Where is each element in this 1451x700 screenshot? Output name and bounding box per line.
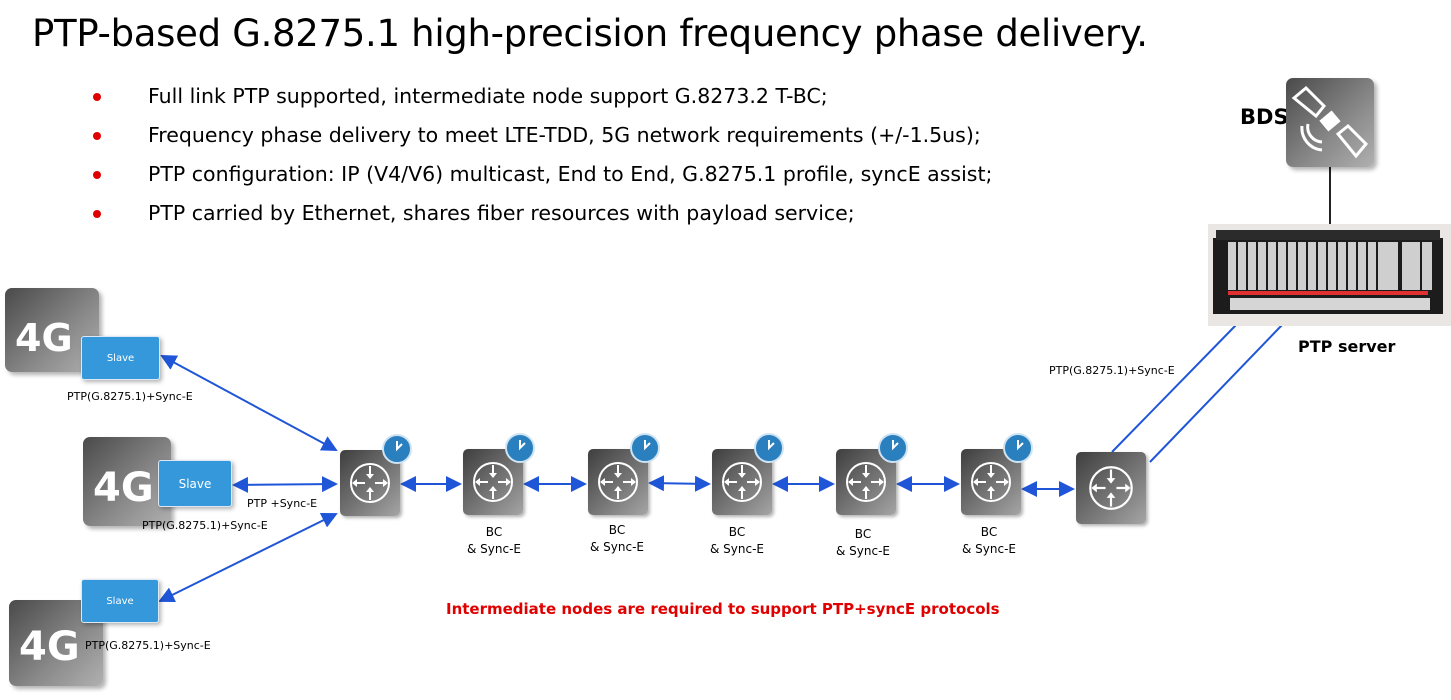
router-icon	[971, 462, 1011, 502]
slide-title: PTP-based G.8275.1 high-precision freque…	[32, 12, 1148, 55]
badge-4g: 4G	[19, 624, 80, 670]
clock-icon	[505, 433, 535, 463]
router-icon	[350, 463, 390, 503]
bc-line2: & Sync-E	[835, 544, 890, 558]
bc-line2: & Sync-E	[961, 542, 1016, 556]
bc-line2: & Sync-E	[709, 542, 764, 556]
bullet-dot	[93, 132, 101, 140]
bullet-text: Frequency phase delivery to meet LTE-TDD…	[148, 123, 981, 147]
bc-label: BC & Sync-E	[823, 526, 903, 560]
router-icon	[722, 462, 762, 502]
base-station-4g: 4G	[9, 600, 103, 686]
bc-line2: & Sync-E	[589, 540, 644, 554]
bc-label: BC & Sync-E	[454, 524, 534, 558]
bullet-text: PTP carried by Ethernet, shares fiber re…	[148, 201, 855, 225]
satellite-icon	[1286, 78, 1374, 167]
link-label: PTP(G.8275.1)+Sync-E	[142, 519, 268, 532]
bc-line1: BC	[485, 525, 503, 539]
base-station-4g: 4G	[83, 437, 171, 526]
clock-icon	[630, 433, 660, 463]
bc-label: BC & Sync-E	[697, 524, 777, 558]
slave-box: Slave	[81, 579, 159, 623]
router-icon	[598, 462, 638, 502]
link-server-2	[1149, 324, 1283, 463]
link-server-1	[1111, 324, 1237, 453]
bds-label: BDS	[1240, 105, 1289, 129]
ptp-server-label: PTP server	[1298, 337, 1396, 356]
bullet-text: PTP configuration: IP (V4/V6) multicast,…	[148, 162, 993, 186]
server-link-label: PTP(G.8275.1)+Sync-E	[1049, 364, 1175, 377]
clock-icon	[878, 433, 908, 463]
bc-label: BC & Sync-E	[949, 524, 1029, 558]
bc-line1: BC	[608, 523, 626, 537]
bullet-dot	[93, 93, 101, 101]
bullet-dot	[93, 171, 101, 179]
link-slave2	[232, 476, 338, 493]
edge-router	[1076, 452, 1146, 524]
link-label: PTP(G.8275.1)+Sync-E	[85, 639, 211, 652]
bullet-text: Full link PTP supported, intermediate no…	[148, 84, 828, 108]
bc-line2: & Sync-E	[466, 542, 521, 556]
bc-label: BC & Sync-E	[577, 522, 657, 556]
clock-icon	[1003, 433, 1033, 463]
bc-line1: BC	[728, 525, 746, 539]
slave-box: Slave	[81, 336, 160, 380]
link-label: PTP +Sync-E	[247, 497, 318, 510]
ptp-server-device	[1208, 224, 1451, 326]
slave-box: Slave	[158, 460, 232, 507]
router-icon	[846, 462, 886, 502]
link-label: PTP(G.8275.1)+Sync-E	[67, 390, 193, 403]
badge-4g: 4G	[15, 316, 73, 360]
requirement-note: Intermediate nodes are required to suppo…	[446, 600, 1000, 618]
link-slave3	[158, 513, 338, 602]
clock-icon	[382, 434, 412, 464]
badge-4g: 4G	[93, 465, 154, 511]
clock-icon	[754, 433, 784, 463]
link-slave1	[160, 355, 338, 451]
router-icon	[473, 462, 513, 502]
router-icon	[1089, 466, 1133, 510]
bullet-dot	[93, 210, 101, 218]
link-chain	[648, 475, 711, 492]
bc-line1: BC	[980, 525, 998, 539]
bc-line1: BC	[854, 527, 872, 541]
